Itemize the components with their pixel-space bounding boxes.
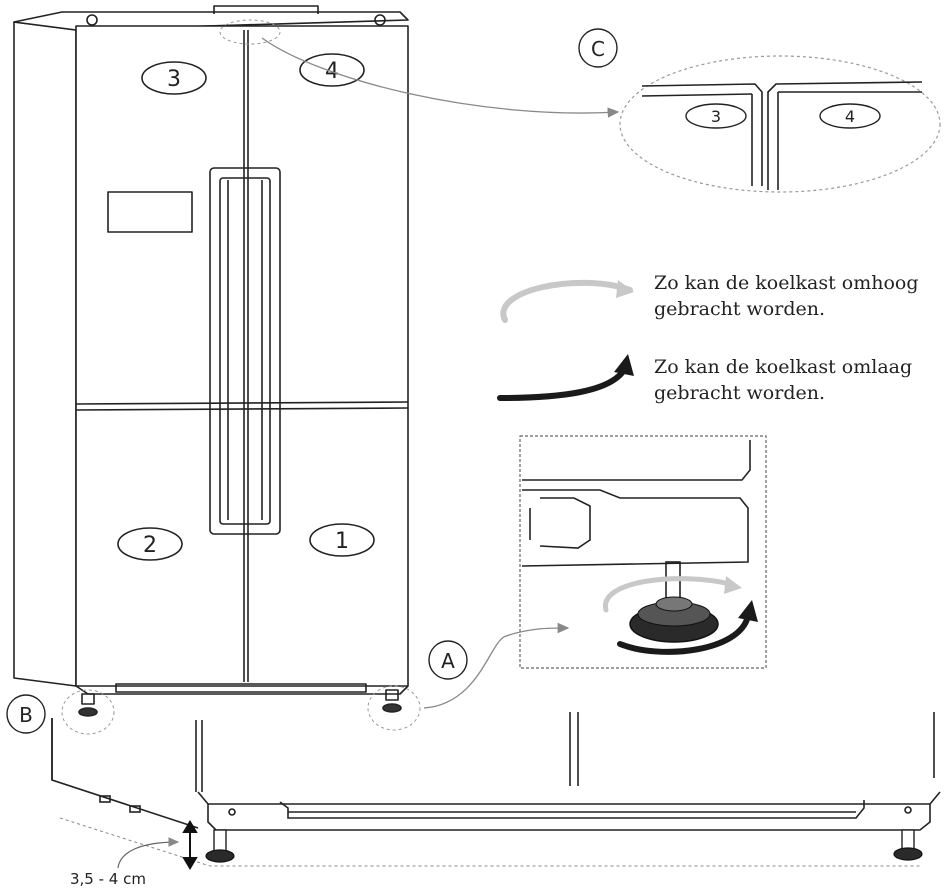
height-arrow-icon [182,820,198,870]
detail-b-feet [205,829,923,863]
callout-a: A [428,640,468,680]
callout-b: B [6,694,46,734]
callout-c: C [578,28,618,68]
svg-text:A: A [441,649,455,673]
leader-c [261,37,620,118]
lower-arrow-icon [497,354,634,401]
floor-line [59,817,920,867]
detail-b [51,712,941,831]
raise-instruction-line1: Zo kan de koelkast omhoog [654,272,919,294]
lower-instruction-line1: Zo kan de koelkast omlaag [654,356,913,378]
raise-arrow-icon [500,279,634,323]
leader-a [423,622,570,709]
svg-text:B: B [19,703,33,727]
door-2-label: 2 [143,533,157,558]
lower-instruction: Zo kan de koelkast omlaag gebracht worde… [654,354,912,406]
leader-measurement [117,837,180,869]
detail-c: 3 4 [619,55,941,193]
fridge-body [13,5,409,717]
detail-markers [61,19,421,735]
measurement-label: 3,5 - 4 cm [70,870,146,888]
svg-text:C: C [591,37,605,61]
door-labels: 3 4 2 1 [117,53,375,561]
detail-c-right-label: 4 [845,107,855,126]
raise-instruction: Zo kan de koelkast omhoog gebracht worde… [654,270,919,322]
detail-c-left-label: 3 [711,107,721,126]
door-3-label: 3 [167,67,181,92]
lower-instruction-line2: gebracht worden. [654,382,825,404]
control-display [107,191,193,233]
raise-instruction-line2: gebracht worden. [654,298,825,320]
door-1-label: 1 [335,529,349,554]
detail-a [519,435,767,669]
